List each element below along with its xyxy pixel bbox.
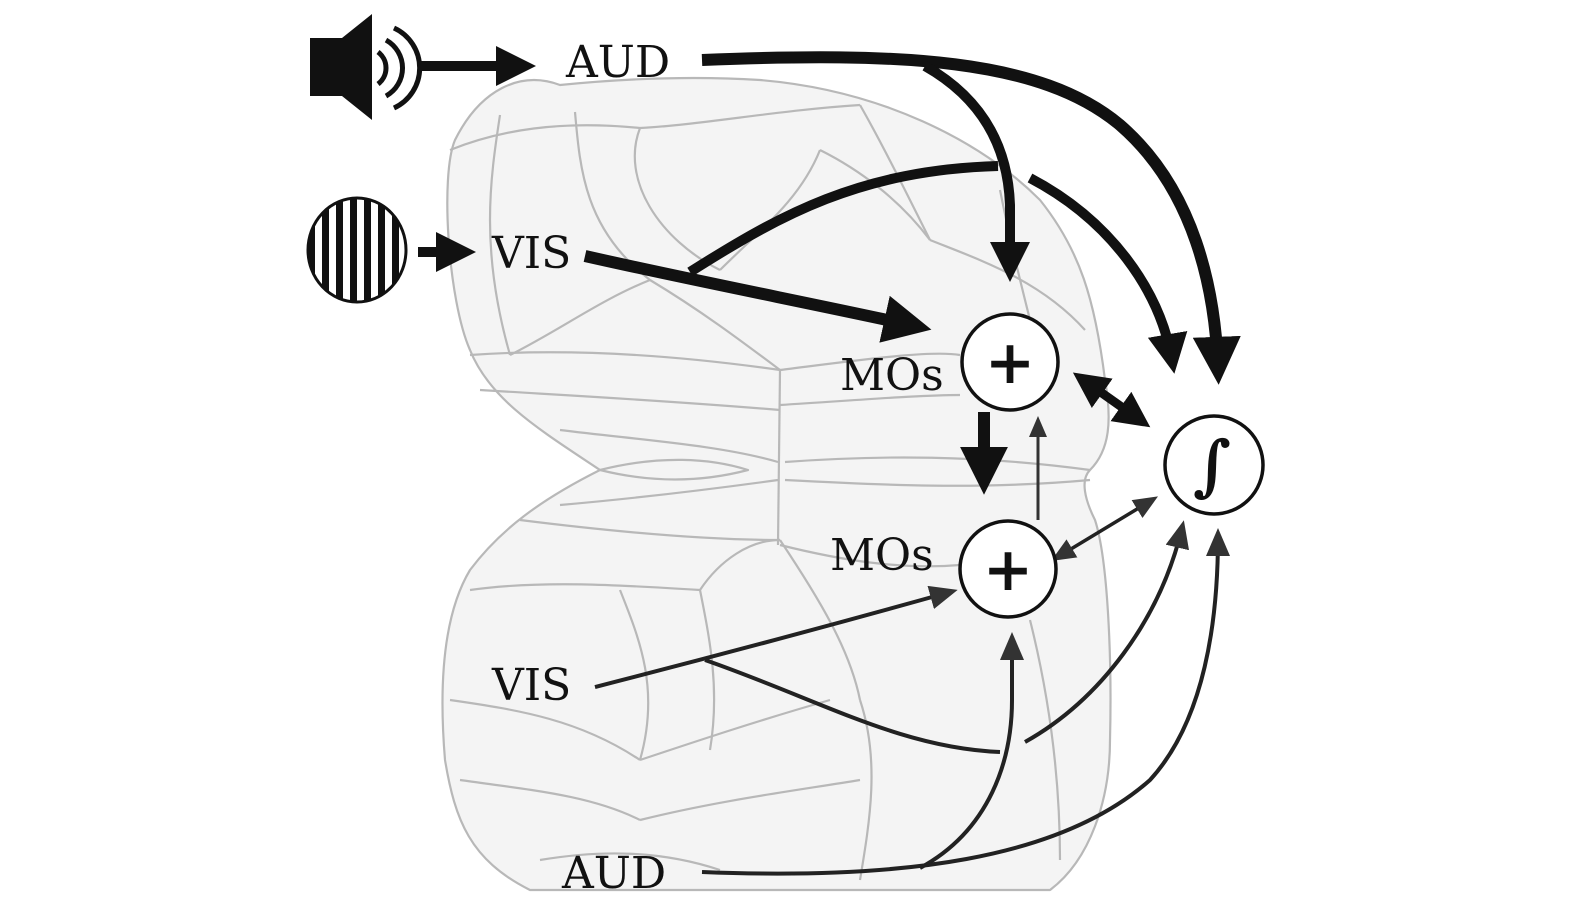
sum-node-bottom-symbol: + xyxy=(983,535,1033,605)
integrator-symbol: ∫ xyxy=(1193,426,1231,504)
grating-icon xyxy=(306,196,408,304)
brain-notch xyxy=(598,458,750,481)
speaker-icon xyxy=(310,14,423,120)
brain-outline xyxy=(441,76,1112,892)
arrow-aud-bottom-to-mos-bottom xyxy=(919,632,1024,870)
label-mos-top: MOs xyxy=(840,350,944,401)
arrow-mos-top-integrator-bidirectional xyxy=(1072,372,1151,428)
brain-silhouette xyxy=(441,76,1112,892)
integrator-node: ∫ xyxy=(1163,414,1265,516)
arrow-aud-top-to-integrator xyxy=(701,51,1241,385)
sum-node-top-symbol: + xyxy=(985,328,1035,398)
top-pathways xyxy=(583,51,1241,385)
arrow-aud-bottom-to-integrator xyxy=(701,528,1230,876)
label-mos-bottom: MOs xyxy=(830,530,934,581)
arrow-vis-top-to-integrator xyxy=(687,161,999,277)
sum-node-top: + xyxy=(960,312,1060,412)
arrow-aud-top-to-mos-top xyxy=(922,61,1030,283)
label-aud-top: AUD xyxy=(565,37,670,88)
arrow-mos-bottom-integrator-bidirectional xyxy=(1051,496,1158,562)
label-vis-bottom: VIS xyxy=(491,660,571,711)
sum-node-bottom: + xyxy=(958,519,1058,619)
bottom-pathways xyxy=(594,496,1230,876)
arrow-vis-bottom-to-integrator xyxy=(704,658,1001,754)
arrow-vis-bottom-to-mos-bottom xyxy=(594,585,958,689)
brain-midline xyxy=(776,369,782,546)
label-aud-bottom: AUD xyxy=(561,848,666,899)
arrow-vis-top-to-mos-top xyxy=(583,250,932,343)
label-vis-top: VIS xyxy=(491,228,571,279)
